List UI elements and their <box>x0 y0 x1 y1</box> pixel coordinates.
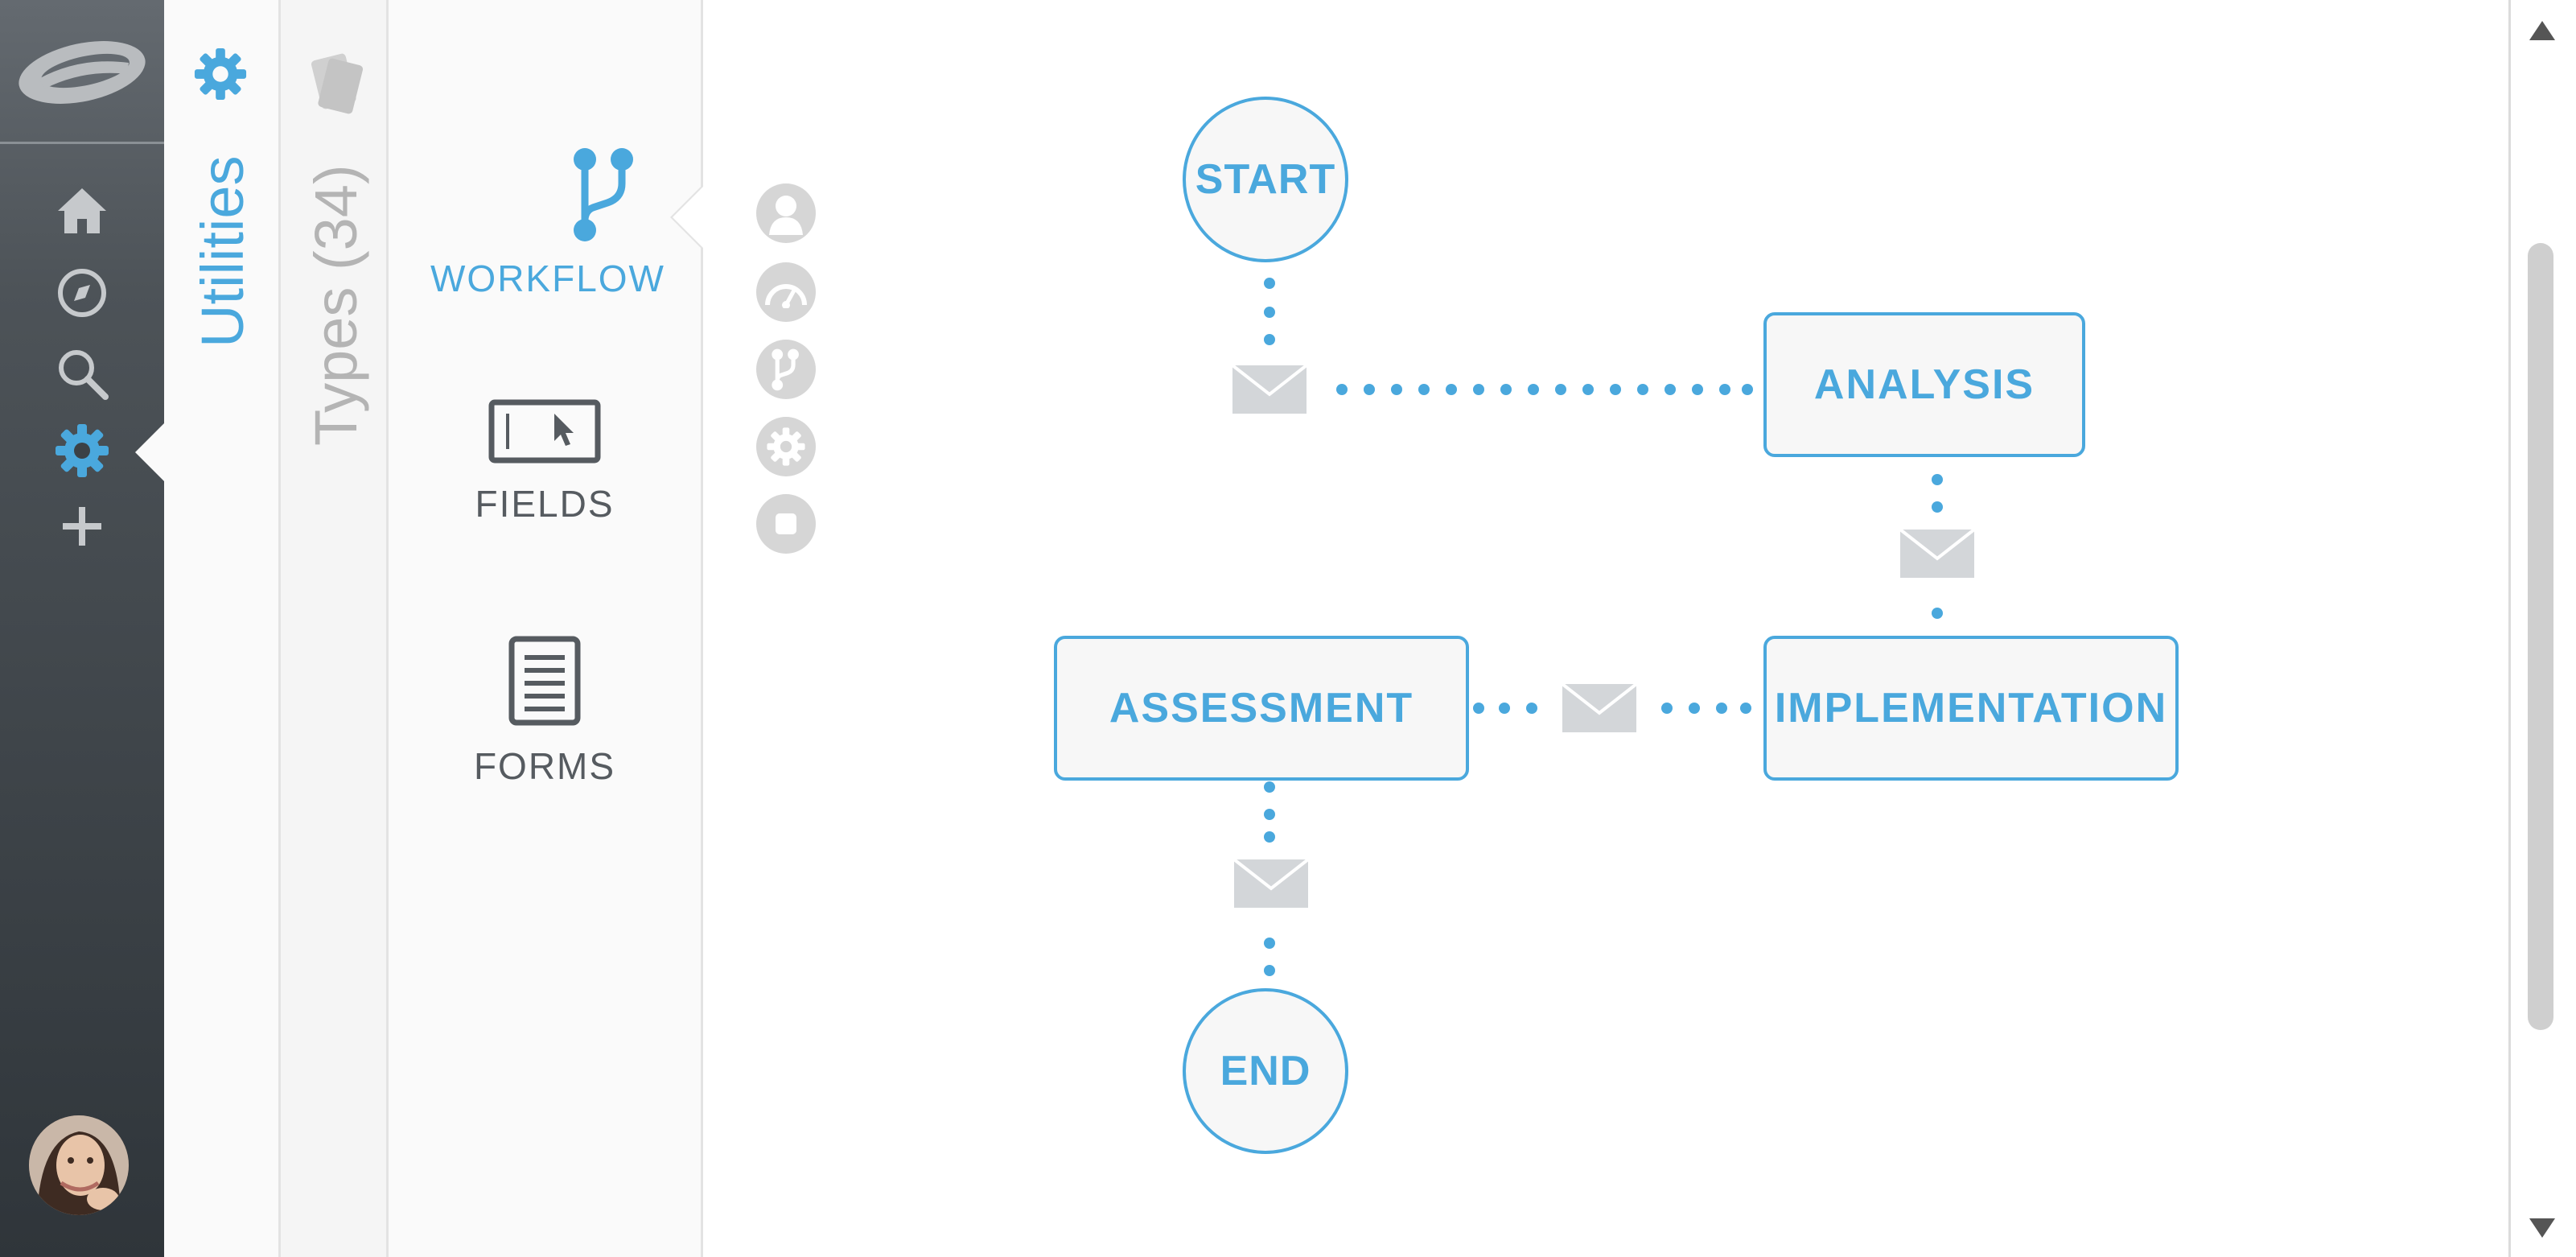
scroll-up-arrow-icon[interactable] <box>2528 19 2557 46</box>
form-document-icon <box>389 636 701 730</box>
user-tool-icon[interactable] <box>756 183 816 243</box>
types-panel: Types (34) <box>281 0 389 1257</box>
user-avatar[interactable] <box>29 1115 129 1215</box>
workflow-connectors <box>1231 278 1976 976</box>
workflow-node-start[interactable]: START <box>1183 97 1348 262</box>
gauge-tool-icon[interactable] <box>756 262 816 322</box>
app-logo[interactable] <box>0 0 164 143</box>
mail-icon <box>1232 858 1310 908</box>
main-nav <box>0 0 164 1257</box>
plus-icon[interactable] <box>50 494 114 558</box>
settings-tool-icon[interactable] <box>756 417 816 476</box>
scroll-down-arrow-icon[interactable] <box>2528 1217 2557 1243</box>
menu-active-pointer <box>673 187 703 248</box>
workflow-node-analysis[interactable]: ANALYSIS <box>1763 312 2085 457</box>
search-icon[interactable] <box>50 341 114 406</box>
field-input-icon <box>389 399 701 468</box>
workflow-node-end[interactable]: END <box>1183 988 1348 1154</box>
stop-tool-icon[interactable] <box>756 494 816 554</box>
scrollbar-thumb[interactable] <box>2528 243 2553 1030</box>
home-icon[interactable] <box>50 179 114 243</box>
workflow-node-assessment[interactable]: ASSESSMENT <box>1054 636 1469 781</box>
utilities-panel: Utilities <box>164 0 281 1257</box>
mail-icon <box>1899 528 1976 578</box>
nav-divider <box>0 142 164 144</box>
workflow-icon <box>509 142 701 250</box>
workflow-node-implementation[interactable]: IMPLEMENTATION <box>1763 636 2179 781</box>
mail-icon <box>1231 364 1308 414</box>
menu-label-workflow: WORKFLOW <box>430 258 665 299</box>
menu-item-workflow[interactable]: WORKFLOW <box>389 142 701 300</box>
workflow-tool-icon[interactable] <box>756 340 816 399</box>
menu-item-forms[interactable]: FORMS <box>389 636 701 788</box>
utilities-menu: WORKFLOW FIELDS FORMS <box>389 0 703 1257</box>
menu-label-fields: FIELDS <box>475 483 615 525</box>
compass-icon[interactable] <box>50 261 114 325</box>
gear-icon[interactable] <box>193 47 248 105</box>
menu-label-forms: FORMS <box>473 745 616 787</box>
gear-icon[interactable] <box>50 418 114 483</box>
mail-icon <box>1561 682 1638 732</box>
nav-active-pointer <box>135 422 166 483</box>
cards-icon[interactable] <box>305 50 366 122</box>
menu-item-fields[interactable]: FIELDS <box>389 399 701 525</box>
